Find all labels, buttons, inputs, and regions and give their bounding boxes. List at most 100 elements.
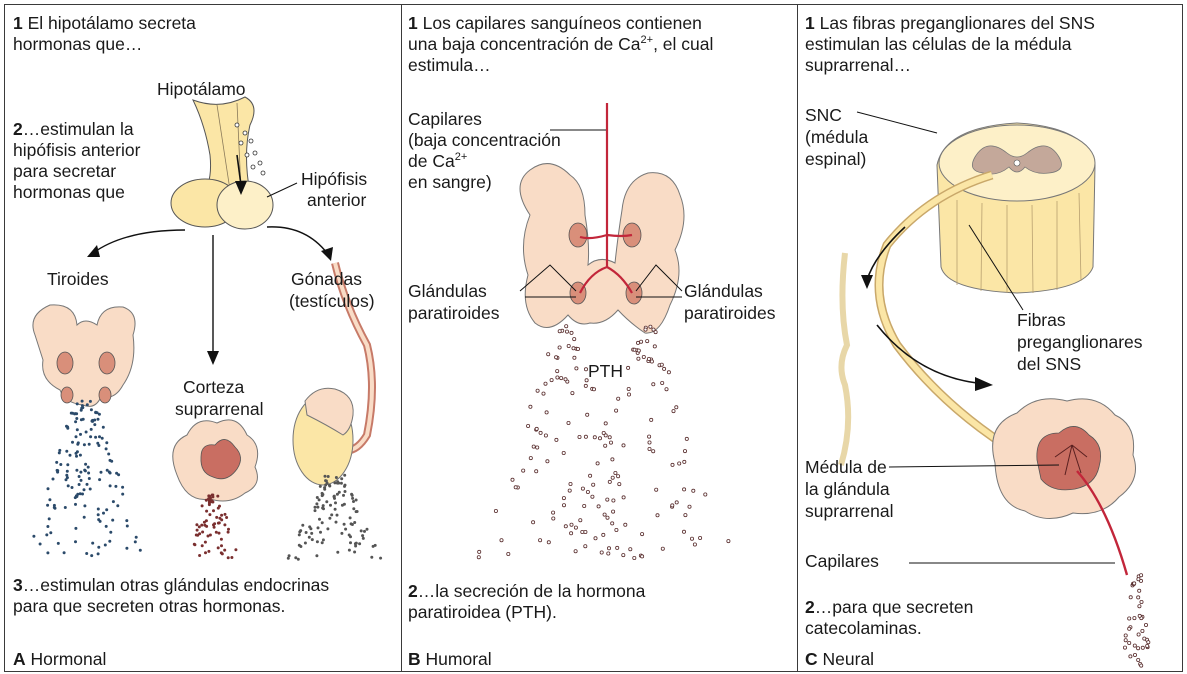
secretion-dot	[55, 461, 58, 464]
secretion-dot	[672, 410, 675, 413]
secretion-dot	[522, 469, 525, 472]
label-snc-1: SNC	[805, 105, 842, 125]
label-medula-3: suprarrenal	[805, 501, 894, 521]
secretion-dot	[611, 476, 614, 479]
secretion-dot	[539, 431, 542, 434]
panel-c-caption: C Neural	[805, 649, 874, 669]
secretion-dot	[612, 499, 615, 502]
secretion-dot	[341, 504, 344, 507]
secretion-dot	[101, 437, 104, 440]
secretion-dot	[1137, 596, 1140, 599]
secretion-dot	[1128, 627, 1131, 630]
secretion-dot	[685, 437, 688, 440]
secretion-dot	[211, 499, 214, 502]
label-glandulas-left-1: Glándulas	[408, 281, 487, 301]
secretion-dot	[727, 540, 730, 543]
secretion-dot	[111, 519, 114, 522]
secretion-dot	[227, 556, 230, 559]
secretion-dot	[81, 400, 84, 403]
secretion-dot	[352, 507, 355, 510]
secretion-dot	[215, 516, 218, 519]
secretion-dot	[46, 525, 49, 528]
secretion-dot	[593, 436, 596, 439]
secretion-dot	[108, 471, 111, 474]
secretion-dot	[550, 379, 553, 382]
secretion-dot	[579, 519, 582, 522]
secretion-dot	[89, 400, 92, 403]
hormonal-illustration	[5, 5, 403, 673]
secretion-dot	[334, 508, 337, 511]
secretion-dot	[65, 450, 68, 453]
panel-humoral: 1 Los capilares sanguíneos contienen una…	[400, 4, 798, 672]
secretion-dot	[105, 447, 108, 450]
label-fibras-3: del SNS	[1017, 354, 1081, 374]
secretion-dot	[287, 557, 290, 560]
secretion-dot	[73, 412, 76, 415]
secretion-dot	[344, 528, 347, 531]
secretion-dot	[704, 493, 707, 496]
secretion-dot	[200, 524, 203, 527]
humoral-illustration	[400, 5, 798, 673]
secretion-dot	[224, 513, 227, 516]
panel-a-step1-cont: hormonas que…	[13, 34, 142, 54]
secretion-dot	[584, 530, 587, 533]
secretion-dot	[675, 406, 678, 409]
secretion-dot	[602, 431, 605, 434]
secretion-dot	[624, 523, 627, 526]
secretion-dot	[343, 474, 346, 477]
secretion-dot	[653, 345, 656, 348]
secretion-dot	[546, 460, 549, 463]
secretion-dot	[218, 532, 221, 535]
secretion-dot	[558, 346, 561, 349]
secretion-dot	[1137, 658, 1140, 661]
secretion-dot	[1124, 639, 1127, 642]
secretion-dot	[321, 521, 324, 524]
secretion-dot	[98, 413, 101, 416]
secretion-dot	[592, 483, 595, 486]
sympathetic-chain	[841, 253, 848, 465]
secretion-dot	[567, 344, 570, 347]
secretion-dot	[58, 451, 61, 454]
secretion-dot	[574, 526, 577, 529]
secretion-dot	[591, 495, 594, 498]
secretion-dot	[215, 531, 218, 534]
thyroid-gland	[520, 164, 684, 334]
panel-a-step3-cont: para que secreten otras hormonas.	[13, 596, 285, 616]
secretion-dot	[204, 541, 207, 544]
secretion-dot	[196, 529, 199, 532]
secretion-dot	[652, 450, 655, 453]
secretion-dot	[211, 495, 214, 498]
secretion-dot	[655, 488, 658, 491]
secretion-dot	[558, 330, 561, 333]
secretion-dot	[514, 486, 517, 489]
secretion-dot	[1129, 596, 1132, 599]
secretion-dot	[1128, 617, 1131, 620]
secretion-dot	[198, 525, 201, 528]
secretion-dot	[547, 353, 550, 356]
secretion-dot	[100, 471, 103, 474]
secretion-dot	[608, 436, 611, 439]
label-gonadas-2: (testículos)	[289, 291, 375, 311]
label-corteza-1: Corteza	[183, 377, 244, 397]
secretion-dot	[699, 536, 702, 539]
secretion-dot	[552, 511, 555, 514]
secretion-dot	[109, 531, 112, 534]
secretion-dot	[573, 356, 576, 359]
secretion-dot	[207, 494, 210, 497]
secretion-dot	[105, 441, 108, 444]
secretion-dot	[328, 484, 331, 487]
secretion-dot	[1137, 633, 1140, 636]
label-glandulas-right-2: paratiroides	[684, 303, 775, 323]
secretion-dot	[83, 443, 86, 446]
secretion-dot	[324, 479, 327, 482]
secretion-dot	[596, 462, 599, 465]
secretion-dot	[89, 488, 92, 491]
secretion-dot	[63, 551, 66, 554]
secretion-dot	[535, 470, 538, 473]
label-fibras-2: preganglionares	[1017, 332, 1143, 352]
secretion-dot	[340, 532, 343, 535]
secretion-dot	[372, 545, 375, 548]
secretion-dot	[97, 513, 100, 516]
secretion-dot	[125, 547, 128, 550]
secretion-dot	[661, 381, 664, 384]
